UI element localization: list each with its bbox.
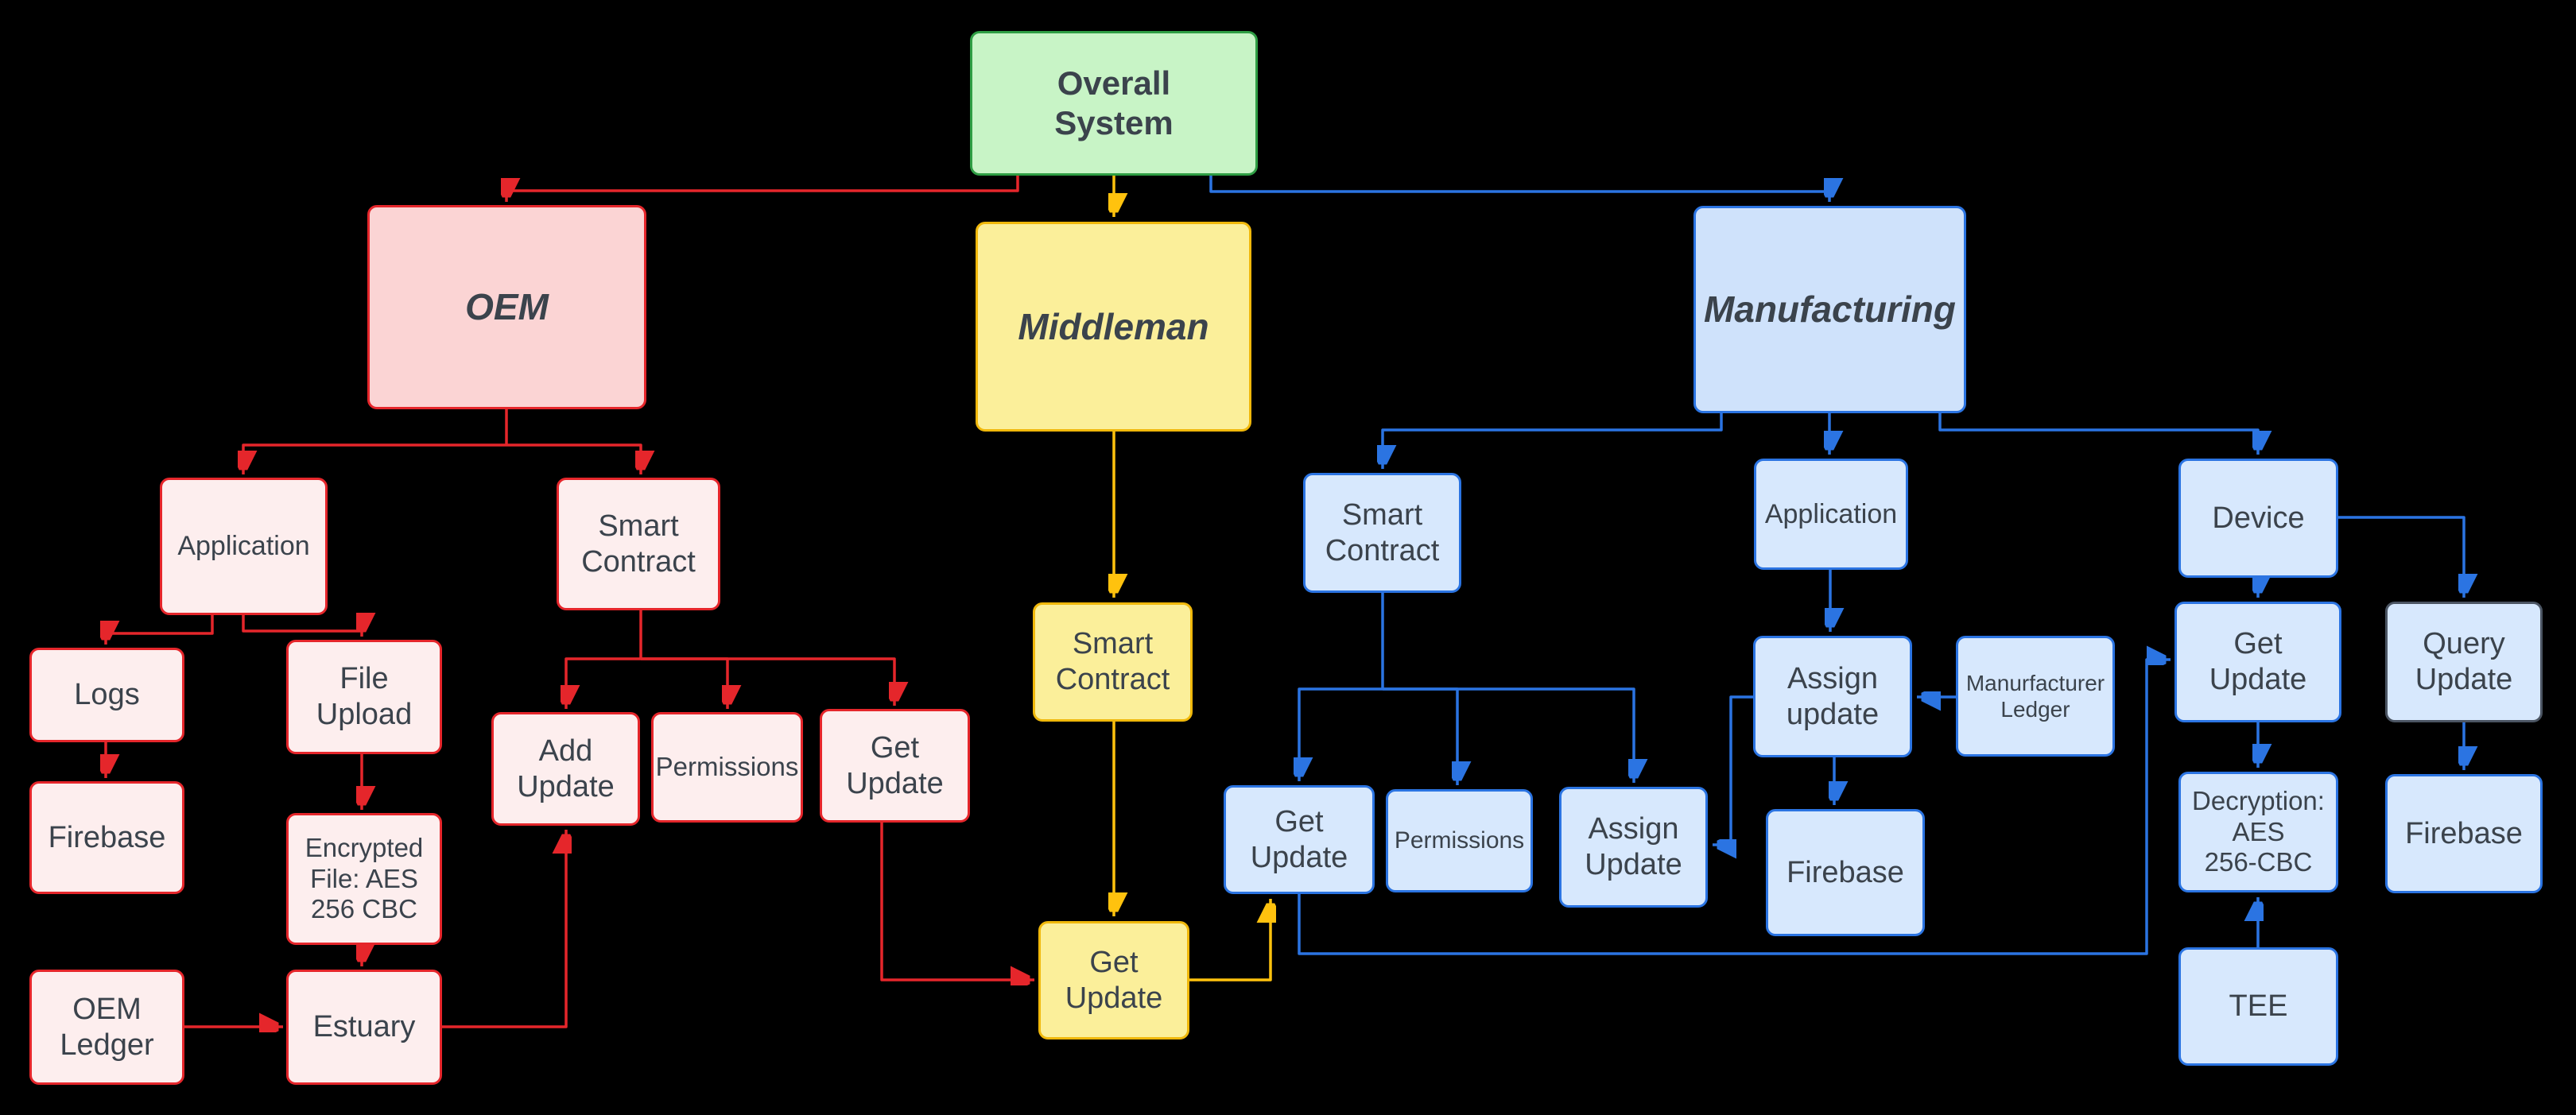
edge-sc-oem-to-add-update bbox=[566, 657, 641, 709]
node-get-update-device: Get Update bbox=[2174, 602, 2341, 722]
node-get-update-oem: Get Update bbox=[820, 709, 970, 823]
node-firebase-right: Firebase bbox=[2385, 774, 2543, 893]
edge-oem-to-application bbox=[243, 443, 506, 474]
edge-sc-oem-to-permissions bbox=[641, 657, 727, 709]
edge-get-update-mid-to-mfg bbox=[1189, 899, 1271, 981]
edge-get-update-oem-to-mid bbox=[880, 823, 1034, 980]
node-smart-contract-mfg: Smart Contract bbox=[1303, 473, 1461, 593]
node-logs: Logs bbox=[29, 648, 184, 742]
node-overall-system: Overall System bbox=[970, 31, 1258, 176]
edge-sc-mfg-to-permissions bbox=[1383, 687, 1457, 785]
node-firebase-oem: Firebase bbox=[29, 781, 184, 894]
node-tee: TEE bbox=[2178, 947, 2338, 1066]
node-encrypted-file: Encrypted File: AES 256 CBC bbox=[286, 813, 442, 945]
node-smart-contract-mid: Smart Contract bbox=[1033, 602, 1193, 722]
edge-assign-app-to-assign-sc bbox=[1713, 695, 1753, 845]
edge-sc-mfg-to-get-update bbox=[1299, 687, 1383, 781]
node-get-update-mfg: Get Update bbox=[1224, 785, 1375, 894]
edge-mfg-to-sc-mfg bbox=[1383, 413, 1723, 469]
node-manufacturer-ledger: Manurfacturer Ledger bbox=[1956, 636, 2115, 757]
edge-sc-oem-to-get-update bbox=[641, 657, 894, 706]
node-application-mfg: Application bbox=[1754, 459, 1908, 570]
node-oem-ledger: OEM Ledger bbox=[29, 970, 184, 1085]
edge-overall-to-oem bbox=[506, 176, 1019, 202]
node-middleman: Middleman bbox=[976, 222, 1251, 432]
node-device: Device bbox=[2178, 459, 2338, 578]
node-permissions-oem: Permissions bbox=[651, 712, 803, 823]
node-manufacturing: Manufacturing bbox=[1693, 206, 1966, 413]
node-estuary: Estuary bbox=[286, 970, 442, 1085]
edge-device-to-query-update bbox=[2338, 516, 2464, 598]
node-file-upload: File Upload bbox=[286, 640, 442, 754]
edge-application-to-logs bbox=[106, 615, 214, 645]
node-decryption: Decryption: AES 256-CBC bbox=[2178, 772, 2338, 892]
edge-overall-to-manufacturing bbox=[1209, 176, 1829, 202]
edge-mfg-to-device bbox=[1938, 413, 2258, 455]
node-query-update: Query Update bbox=[2385, 602, 2543, 722]
node-application-oem: Application bbox=[160, 478, 328, 615]
node-smart-contract-oem: Smart Contract bbox=[557, 478, 720, 610]
node-add-update: Add Update bbox=[491, 712, 640, 826]
node-firebase-mfg: Firebase bbox=[1766, 809, 1925, 936]
node-get-update-mid: Get Update bbox=[1038, 921, 1189, 1040]
node-assign-update-app: Assign update bbox=[1753, 636, 1912, 757]
node-oem: OEM bbox=[367, 205, 646, 409]
edge-get-update-mfg-to-device-get bbox=[1298, 660, 2171, 955]
edge-estuary-to-add-update bbox=[442, 830, 566, 1028]
edge-application-to-file-upload bbox=[242, 615, 362, 637]
node-assign-update-sc: Assign Update bbox=[1559, 787, 1708, 908]
node-permissions-mfg: Permissions bbox=[1386, 789, 1533, 892]
edge-oem-to-smart-contract bbox=[506, 443, 641, 474]
edge-sc-mfg-to-assign-update bbox=[1383, 687, 1634, 783]
